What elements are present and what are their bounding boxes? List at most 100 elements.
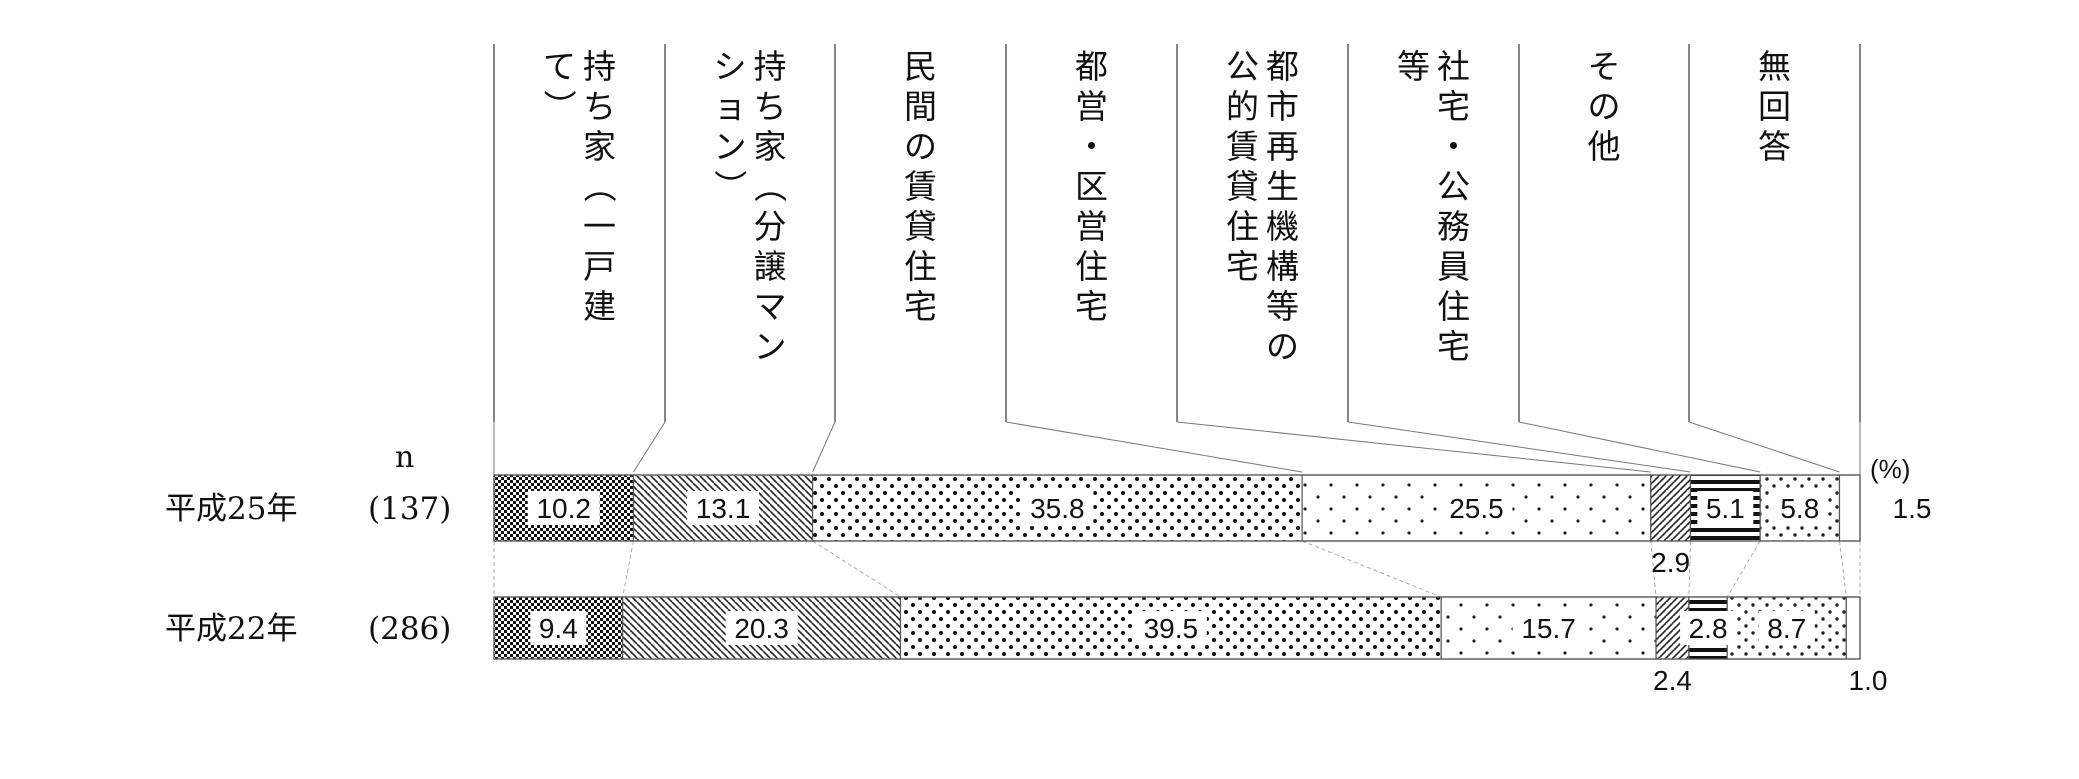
category-char: て — [543, 47, 576, 86]
category-char: 等 — [1266, 287, 1299, 326]
category-char: 一 — [583, 207, 616, 246]
value-label-bg — [530, 611, 587, 645]
value-text: 13.1 — [696, 493, 751, 524]
category-char: 賃 — [1226, 127, 1259, 166]
category-char: 回 — [1758, 87, 1791, 126]
between-bar-connector-4 — [1650, 540, 1657, 598]
category-char: 宅 — [904, 287, 937, 326]
category-char: 構 — [1266, 247, 1299, 286]
category-char: 員 — [1437, 247, 1470, 286]
category-char: 等 — [1397, 47, 1430, 86]
value-label-mukaitou-h25: 1.5 — [1893, 493, 1932, 524]
category-char: 営 — [1075, 87, 1108, 126]
value-text: 1.5 — [1893, 493, 1932, 524]
category-label-bunjo-mansion-2: ション） — [710, 47, 749, 203]
category-char: 民 — [904, 47, 937, 86]
value-label-shataku-h25: 5.1 — [1697, 491, 1754, 525]
category-char: 営 — [1075, 207, 1108, 246]
category-char: 間 — [904, 87, 937, 126]
category-char: の — [1588, 87, 1621, 126]
category-char: ン — [754, 327, 787, 366]
value-label-ikko-date-h25: 10.2 — [527, 491, 600, 525]
value-text: 5.8 — [1780, 493, 1819, 524]
value-text: 2.4 — [1653, 665, 1692, 696]
category-char: 無 — [1758, 47, 1791, 86]
header-connector-3 — [1005, 421, 1303, 473]
category-char: ・ — [1437, 127, 1470, 166]
value-label-mukaitou-h22: 1.0 — [1849, 665, 1888, 696]
category-char: 住 — [1226, 207, 1259, 246]
value-label-bunjo-mansion-h22: 20.3 — [725, 611, 798, 645]
value-label-bg — [1440, 491, 1513, 525]
category-char: 社 — [1437, 47, 1470, 86]
category-label-ikko-date-2: て） — [540, 47, 579, 123]
value-label-bunjo-mansion-h25: 13.1 — [687, 491, 760, 525]
value-text: 2.8 — [1689, 613, 1728, 644]
value-label-minkan-chintai-h22: 39.5 — [1134, 611, 1207, 645]
bar-frame — [493, 596, 1861, 660]
value-text: 5.1 — [1706, 493, 1745, 524]
category-columns: 持ち家（一戸建て）持ち家（分譲マンション）民間の賃貸住宅都営・区営住宅都市再生機… — [493, 44, 1861, 422]
category-char: 住 — [1075, 247, 1108, 286]
category-label-mukaitou: 無回答 — [1758, 47, 1791, 166]
category-char: 都 — [1075, 47, 1108, 86]
category-char: 建 — [583, 287, 616, 326]
value-label-ur-kouteki-h25: 2.9 — [1651, 547, 1690, 578]
category-char: ち — [754, 87, 787, 126]
value-label-ikko-date-h22: 9.4 — [530, 611, 587, 645]
row-label-h22: 平成22年 — [165, 611, 297, 647]
category-char: 生 — [1266, 167, 1299, 206]
category-char: 公 — [1437, 167, 1470, 206]
category-char: 持 — [754, 47, 787, 86]
category-char: 賃 — [904, 167, 937, 206]
category-char: 貸 — [904, 207, 937, 246]
value-text: 20.3 — [734, 613, 789, 644]
value-text: 25.5 — [1449, 493, 1504, 524]
category-char: 都 — [1266, 47, 1299, 86]
value-label-bg — [687, 491, 760, 525]
value-text: 10.2 — [536, 493, 591, 524]
value-label-bg — [1758, 611, 1815, 645]
category-char: シ — [714, 47, 747, 86]
value-label-sonota-h25: 5.8 — [1771, 491, 1828, 525]
value-label-ur-kouteki-h22: 2.4 — [1653, 665, 1692, 696]
category-char: 公 — [1226, 47, 1259, 86]
category-char: 家 — [754, 127, 787, 166]
value-label-bg — [1697, 491, 1754, 525]
header-connector-6 — [1518, 421, 1761, 473]
header-connector-2 — [812, 421, 836, 473]
value-text: 35.8 — [1030, 493, 1085, 524]
category-char: ン — [714, 127, 747, 166]
connector-lines — [493, 421, 1861, 598]
value-label-bg — [527, 491, 600, 525]
between-bar-connector-3 — [1301, 540, 1442, 598]
category-char: 貸 — [1226, 167, 1259, 206]
between-bar-connector-2 — [812, 540, 901, 598]
value-text: 9.4 — [539, 613, 578, 644]
value-label-minkan-chintai-h25: 35.8 — [1021, 491, 1094, 525]
bar-segment-ur-kouteki-h25 — [1650, 474, 1692, 542]
category-char: 住 — [904, 247, 937, 286]
category-char: 市 — [1266, 87, 1299, 126]
between-bar-connector-5 — [1688, 540, 1691, 598]
category-char: 再 — [1266, 127, 1299, 166]
category-char: 家 — [583, 127, 616, 166]
category-char: 機 — [1266, 207, 1299, 246]
value-label-sonota-h22: 8.7 — [1758, 611, 1815, 645]
category-char: ・ — [1075, 127, 1108, 166]
category-char: 譲 — [754, 247, 787, 286]
header-connector-7 — [1688, 421, 1840, 473]
header-connector-4 — [1176, 421, 1651, 473]
n-header: n — [395, 440, 414, 475]
category-char: （ — [750, 170, 789, 203]
category-char: 務 — [1437, 207, 1470, 246]
row-label-h25: 平成25年 — [165, 491, 297, 527]
category-char: ョ — [714, 87, 747, 126]
unit-label: (%) — [1870, 454, 1910, 484]
